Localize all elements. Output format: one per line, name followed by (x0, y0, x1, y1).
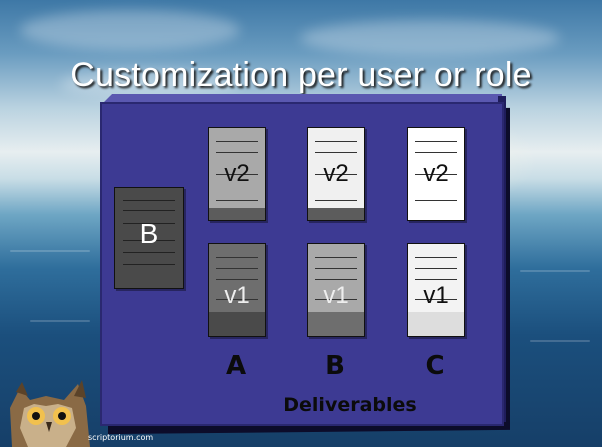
water-streak (520, 270, 590, 272)
cloud (20, 10, 240, 50)
slide-title: Customization per user or role (70, 56, 532, 94)
owl-logo (10, 380, 90, 447)
column-label-a: A (225, 351, 247, 381)
document-a-v1: v1 (208, 243, 266, 337)
column-label-b: B (325, 351, 345, 381)
document-c-v1: v1 (407, 243, 465, 337)
deliverables-label: Deliverables (283, 394, 417, 416)
source-document: B (114, 187, 184, 289)
document-b-v2-label: v2 (323, 160, 349, 187)
document-c-v2: v2 (407, 127, 465, 221)
document-c-v1-label: v1 (423, 282, 449, 309)
document-b-v1: v1 (307, 243, 365, 337)
water-streak (30, 320, 90, 322)
document-b-v2: v2 (307, 127, 365, 221)
document-b-v1-label: v1 (323, 282, 349, 309)
document-a-v1-label: v1 (224, 282, 250, 309)
document-a-v2: v2 (208, 127, 266, 221)
column-label-c: C (425, 351, 445, 381)
document-a-v2-label: v2 (224, 160, 250, 187)
water-streak (530, 340, 590, 342)
document-c-v2-label: v2 (423, 160, 449, 187)
credit-text: scriptorium.com (88, 433, 154, 442)
cloud (300, 20, 560, 56)
source-document-label: B (139, 218, 159, 249)
water-streak (10, 250, 90, 252)
